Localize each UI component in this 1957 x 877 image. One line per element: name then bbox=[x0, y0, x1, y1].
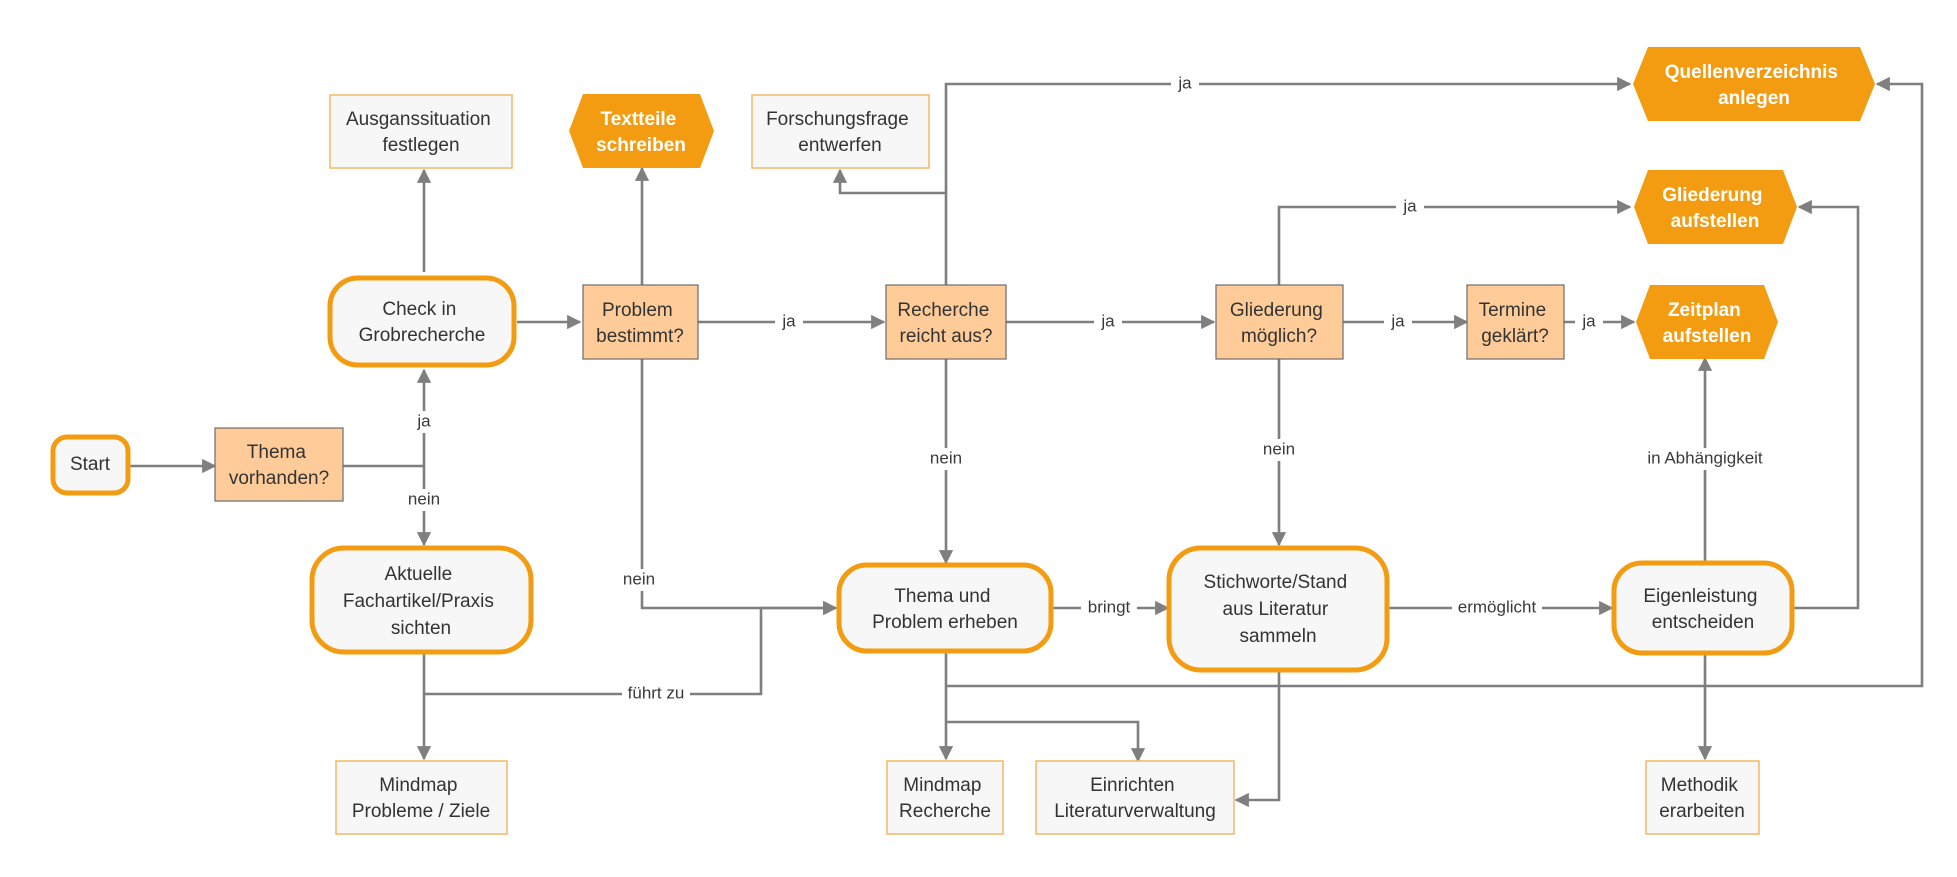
edge-label-in-abhaengigkeit: in Abhängigkeit bbox=[1640, 448, 1770, 470]
node-label: Methodik erarbeiten bbox=[1659, 775, 1745, 822]
node-label: Ausganssituation festlegen bbox=[346, 109, 496, 156]
edge-label-nein-recherche: nein bbox=[922, 448, 970, 470]
decision-recherche-reicht[interactable]: Recherche reicht aus? bbox=[885, 284, 1007, 360]
edge-thema-problem-to-einrichten bbox=[946, 720, 1146, 763]
node-label: Gliederung aufstellen bbox=[1662, 185, 1768, 232]
node-label: Einrichten Literaturverwaltung bbox=[1054, 775, 1216, 822]
node-label: Thema und Problem erheben bbox=[872, 586, 1018, 633]
note-forschungsfrage[interactable]: Forschungsfrage entwerfen bbox=[751, 94, 930, 169]
decision-gliederung-moeglich[interactable]: Gliederung möglich? bbox=[1215, 284, 1344, 360]
edge-label-nein-gliederung: nein bbox=[1255, 439, 1303, 461]
edge-label-text: ermöglicht bbox=[1458, 597, 1537, 616]
edge-label-ja-thema: ja bbox=[410, 411, 438, 433]
node-label: Textteile schreiben bbox=[596, 109, 686, 156]
edge-stichworte-to-einrichten bbox=[1234, 672, 1281, 808]
decision-thema-vorhanden[interactable]: Thema vorhanden? bbox=[214, 427, 344, 502]
edge-label-ja-termine: ja bbox=[1575, 311, 1603, 333]
node-label: Start bbox=[70, 454, 111, 475]
edge-label-text: in Abhängigkeit bbox=[1647, 448, 1763, 467]
edge-label-ja-problem: ja bbox=[775, 311, 803, 333]
edge-label-text: ja bbox=[1100, 311, 1115, 330]
note-methodik[interactable]: Methodik erarbeiten bbox=[1645, 760, 1760, 835]
node-label: Check in Grobrecherche bbox=[359, 299, 486, 346]
edge-eigenleistung-to-gliederung-aufstellen bbox=[1794, 199, 1860, 610]
node-label: Eigenleistung entscheiden bbox=[1643, 586, 1762, 633]
edge-label-text: nein bbox=[1263, 439, 1295, 458]
node-label: Gliederung möglich? bbox=[1230, 300, 1328, 347]
node-check-grobrecherche[interactable]: Check in Grobrecherche bbox=[327, 275, 517, 368]
edge-label-text: nein bbox=[623, 569, 655, 588]
node-label: Thema vorhanden? bbox=[229, 442, 329, 489]
decision-termine-geklaert[interactable]: Termine geklärt? bbox=[1466, 284, 1565, 360]
node-start[interactable]: Start bbox=[50, 434, 131, 496]
edge-recherche-to-forschungsfrage bbox=[832, 168, 948, 285]
node-label: Problem bestimmt? bbox=[596, 300, 684, 347]
node-label: Stichworte/Stand aus Literatur sammeln bbox=[1204, 572, 1353, 647]
decision-problem-bestimmt[interactable]: Problem bestimmt? bbox=[582, 284, 699, 360]
node-label: Recherche reicht aus? bbox=[897, 300, 994, 347]
edge-label-ermoeglicht: ermöglicht bbox=[1452, 597, 1542, 619]
edge-thema-problem-to-quellen bbox=[946, 76, 1924, 688]
hexagon-quellenverzeichnis[interactable]: Quellenverzeichnis anlegen bbox=[1633, 47, 1875, 121]
node-label: Mindmap Recherche bbox=[899, 775, 991, 822]
hexagon-zeitplan-aufstellen[interactable]: Zeitplan aufstellen bbox=[1636, 285, 1778, 359]
edge-label-text: führt zu bbox=[628, 683, 685, 702]
note-mindmap-recherche[interactable]: Mindmap Recherche bbox=[886, 760, 1004, 835]
edge-label-text: ja bbox=[1581, 311, 1596, 330]
edge-label-ja-gliederung: ja bbox=[1384, 311, 1412, 333]
edge-label-text: nein bbox=[930, 448, 962, 467]
node-eigenleistung[interactable]: Eigenleistung entscheiden bbox=[1611, 560, 1795, 656]
node-thema-problem-erheben[interactable]: Thema und Problem erheben bbox=[836, 562, 1054, 654]
edge-label-ja-quellen: ja bbox=[1171, 73, 1199, 95]
edge-labels: ja nein ja nein ja nein ja ja bbox=[402, 73, 1770, 705]
edge-label-text: ja bbox=[1177, 73, 1192, 92]
edge-label-text: nein bbox=[408, 489, 440, 508]
edge-label-fuehrt-zu: führt zu bbox=[622, 683, 690, 705]
edge-label-text: bringt bbox=[1088, 597, 1131, 616]
edge-label-bringt: bringt bbox=[1081, 597, 1137, 619]
node-aktuelle-fachartikel[interactable]: Aktuelle Fachartikel/Praxis sichten bbox=[309, 545, 534, 655]
edge-label-nein-problem: nein bbox=[616, 569, 662, 591]
note-einrichten-literatur[interactable]: Einrichten Literaturverwaltung bbox=[1035, 760, 1235, 835]
edge-label-text: ja bbox=[416, 411, 431, 430]
note-ausgangssituation[interactable]: Ausganssituation festlegen bbox=[329, 94, 513, 169]
edge-gliederung-ja-to-aufstellen bbox=[1277, 199, 1632, 285]
node-label: Termine geklärt? bbox=[1479, 300, 1552, 347]
edge-label-nein-thema: nein bbox=[402, 489, 446, 511]
nodes: Start Thema vorhanden? Check in Grobrech… bbox=[50, 47, 1875, 835]
edge-recherche-ja-to-quellen bbox=[944, 76, 1632, 193]
hexagon-textteile-schreiben[interactable]: Textteile schreiben bbox=[569, 94, 714, 168]
edge-label-text: ja bbox=[1402, 196, 1417, 215]
node-label: Forschungsfrage entwerfen bbox=[766, 109, 914, 156]
node-label: Zeitplan aufstellen bbox=[1663, 300, 1752, 347]
node-label: Aktuelle Fachartikel/Praxis sichten bbox=[343, 564, 499, 639]
node-label: Mindmap Probleme / Ziele bbox=[352, 775, 490, 822]
note-mindmap-probleme[interactable]: Mindmap Probleme / Ziele bbox=[335, 760, 508, 835]
edge-label-text: ja bbox=[1390, 311, 1405, 330]
edge-problem-nein-to-thema-problem bbox=[640, 359, 838, 616]
hexagon-gliederung-aufstellen[interactable]: Gliederung aufstellen bbox=[1634, 170, 1797, 244]
node-label: Quellenverzeichnis anlegen bbox=[1665, 62, 1843, 109]
node-stichworte[interactable]: Stichworte/Stand aus Literatur sammeln bbox=[1166, 545, 1390, 673]
edge-label-ja-recherche: ja bbox=[1094, 311, 1122, 333]
edge-label-ja-gliederung-top: ja bbox=[1396, 196, 1424, 218]
edge-label-text: ja bbox=[781, 311, 796, 330]
